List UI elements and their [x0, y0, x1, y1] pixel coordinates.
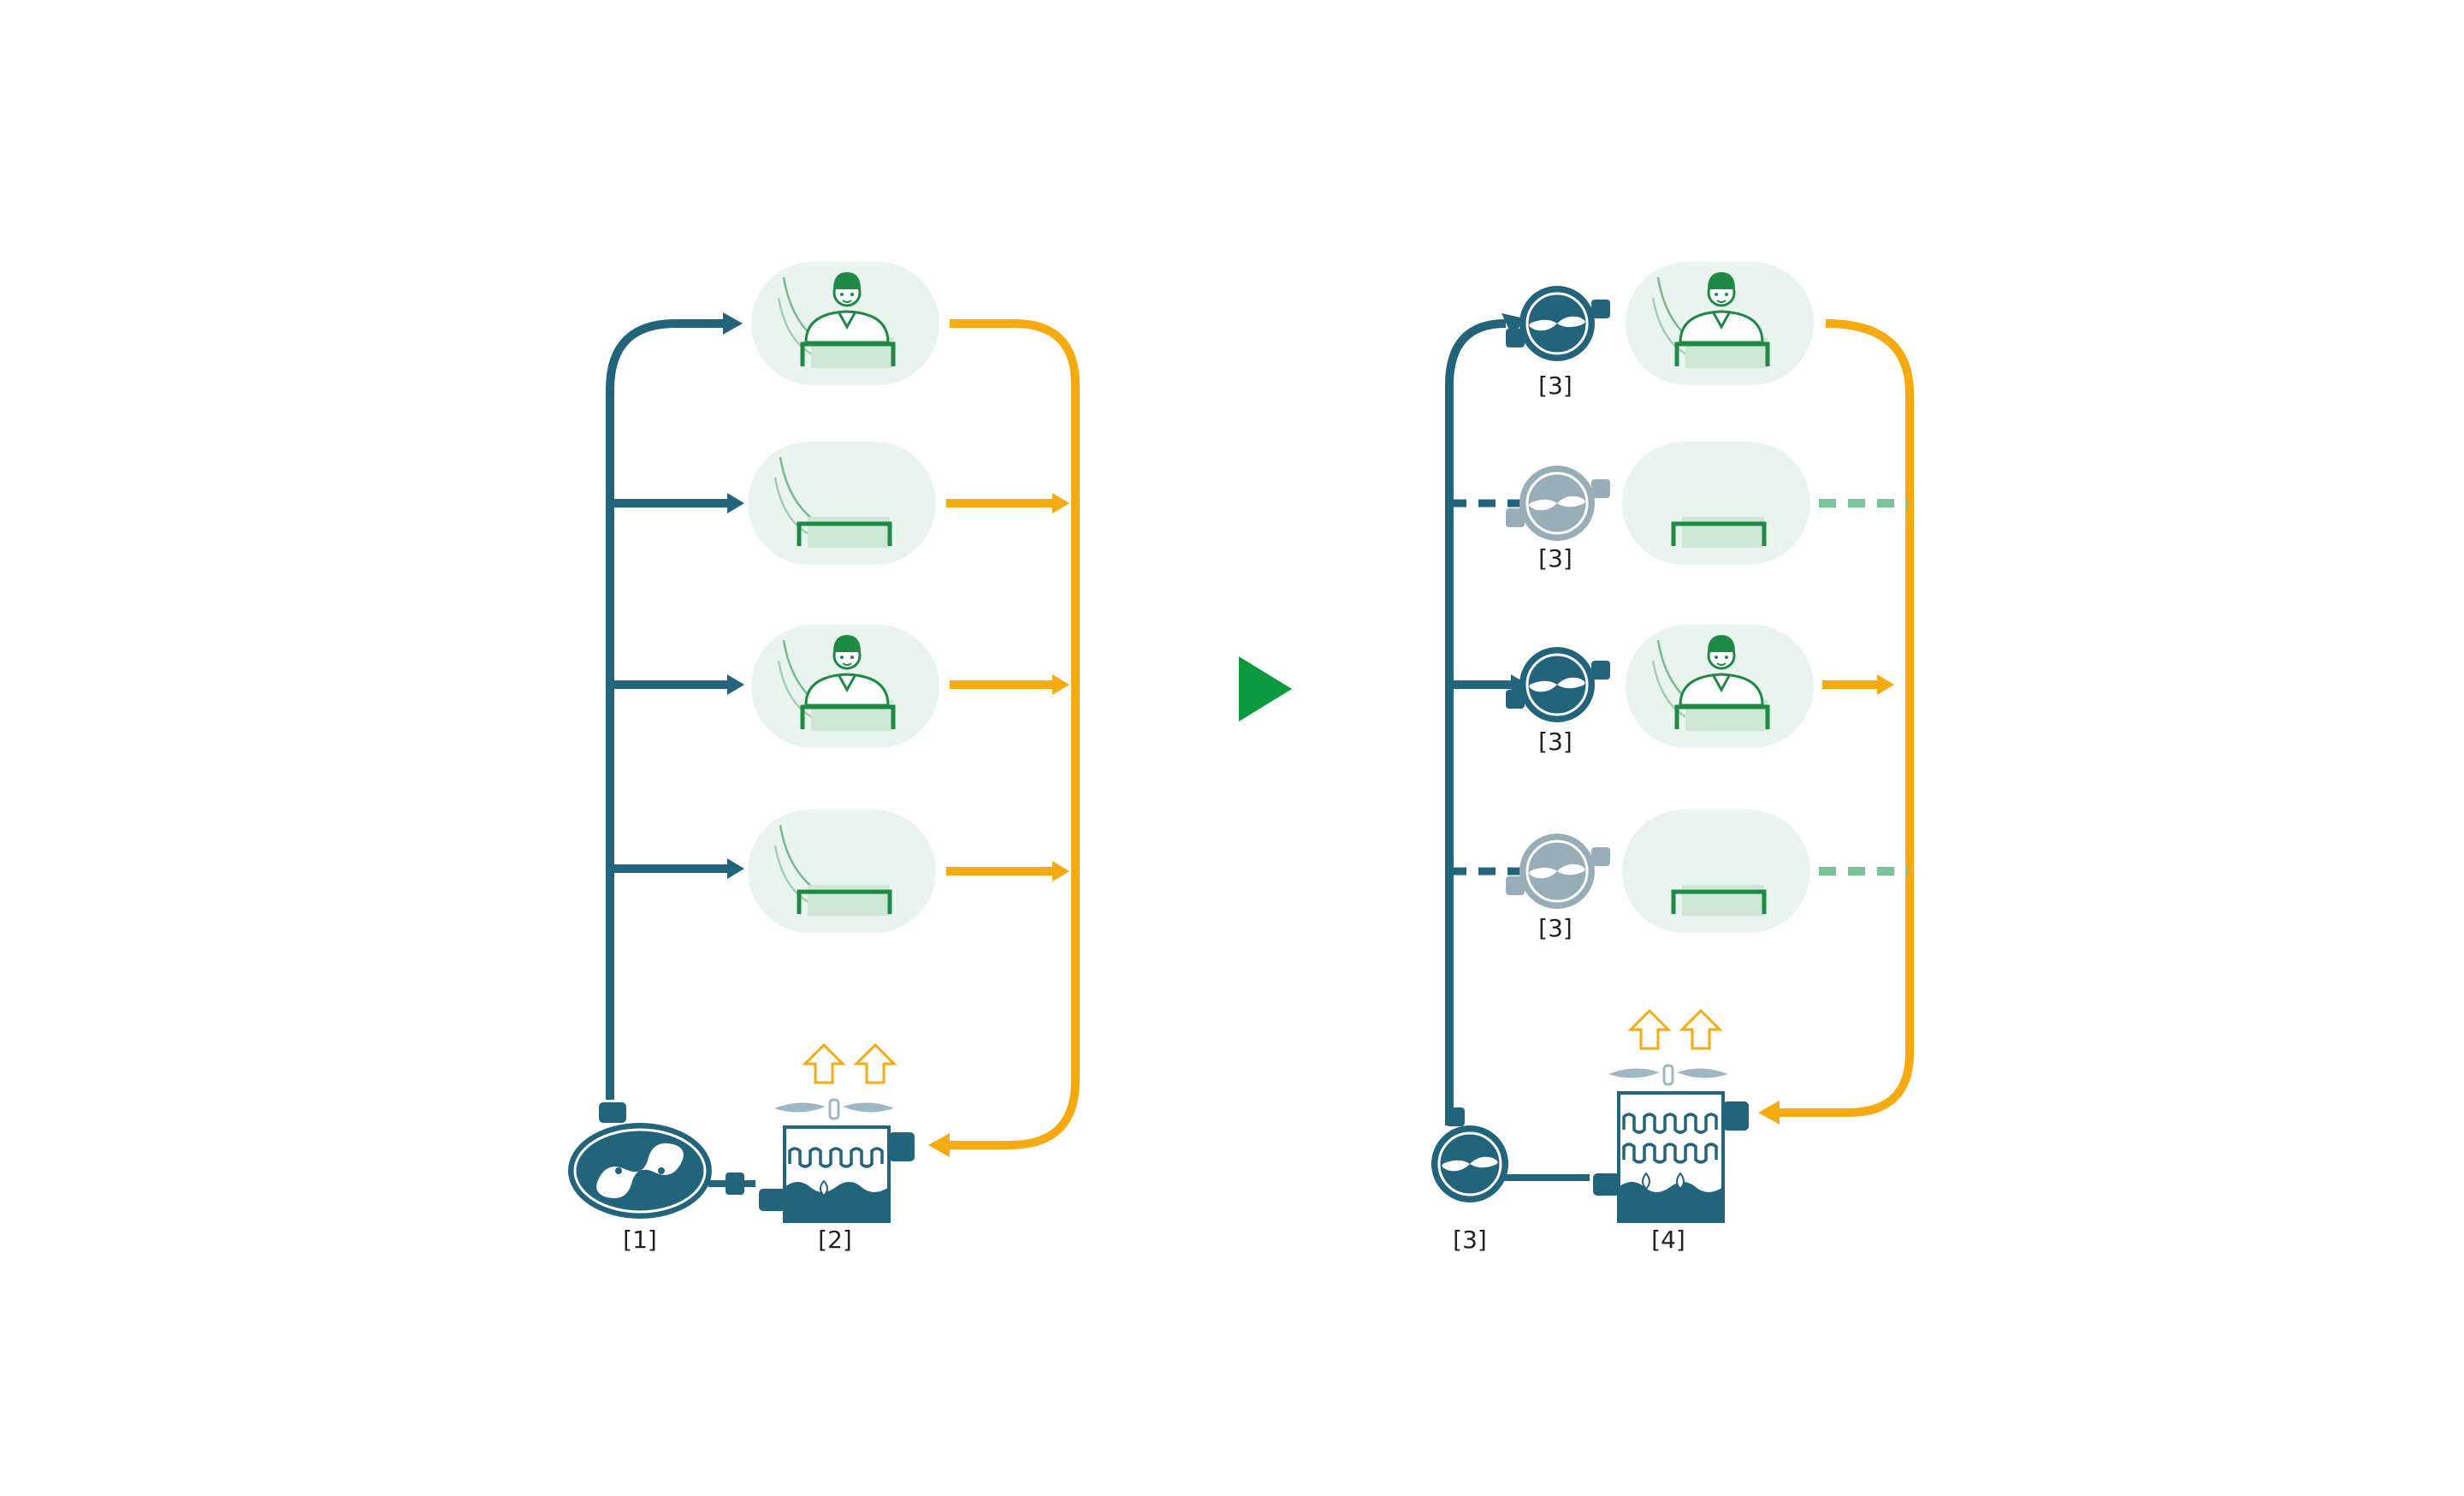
- return-branches: [946, 493, 1069, 882]
- workstation-empty: [748, 442, 936, 565]
- compressor-label: [1]: [623, 1226, 657, 1254]
- heat-up-arrows-icon: [802, 1042, 897, 1084]
- pump-label: [3]: [1538, 371, 1573, 400]
- fan-icon: [774, 1098, 894, 1120]
- cooler-icon: [1593, 1008, 1749, 1223]
- pump-icon-inactive: [1506, 834, 1610, 909]
- main-pump-icon: [1431, 1107, 1590, 1202]
- pump-icon-active: [1506, 286, 1610, 361]
- return-arrowhead: [928, 1133, 950, 1157]
- workstation-occupied: [751, 262, 939, 385]
- cooler-label: [2]: [818, 1226, 852, 1254]
- pump-icon-active: [1506, 647, 1610, 722]
- supply-arrowhead: [723, 312, 743, 335]
- heat-up-arrows-icon: [1627, 1008, 1723, 1050]
- return-branch-active: [1822, 674, 1894, 695]
- pump-label: [3]: [1538, 727, 1573, 756]
- fan-icon: [1608, 1064, 1728, 1086]
- workstation-occupied: [1626, 262, 1814, 385]
- cooler-label: [4]: [1651, 1226, 1685, 1254]
- supply-main-line: [1445, 319, 1507, 1125]
- main-pump-label: [3]: [1453, 1226, 1487, 1254]
- return-arrowhead: [1758, 1101, 1780, 1125]
- workstation-occupied: [751, 625, 939, 748]
- workstation-empty: [748, 810, 936, 933]
- cooler-icon: [759, 1042, 915, 1223]
- return-main-line: [950, 319, 1080, 1149]
- play-arrow-icon: [1239, 656, 1292, 721]
- workstation-empty: [1622, 810, 1810, 933]
- pump-icon-inactive: [1506, 466, 1610, 541]
- return-main-line: [1780, 319, 1914, 1117]
- after-diagram: [3] [3] [3] [3]: [1431, 262, 1914, 1254]
- supply-arrowhead: [1502, 313, 1525, 337]
- supply-branches: [610, 493, 744, 879]
- compressor-icon: [568, 1102, 755, 1219]
- pump-label: [3]: [1538, 544, 1573, 573]
- pump-label: [3]: [1538, 914, 1573, 942]
- workstation-occupied: [1626, 625, 1814, 748]
- before-diagram: [1] [2]: [568, 262, 1080, 1254]
- supply-main-line: [606, 319, 723, 1100]
- workstation-empty: [1622, 442, 1810, 565]
